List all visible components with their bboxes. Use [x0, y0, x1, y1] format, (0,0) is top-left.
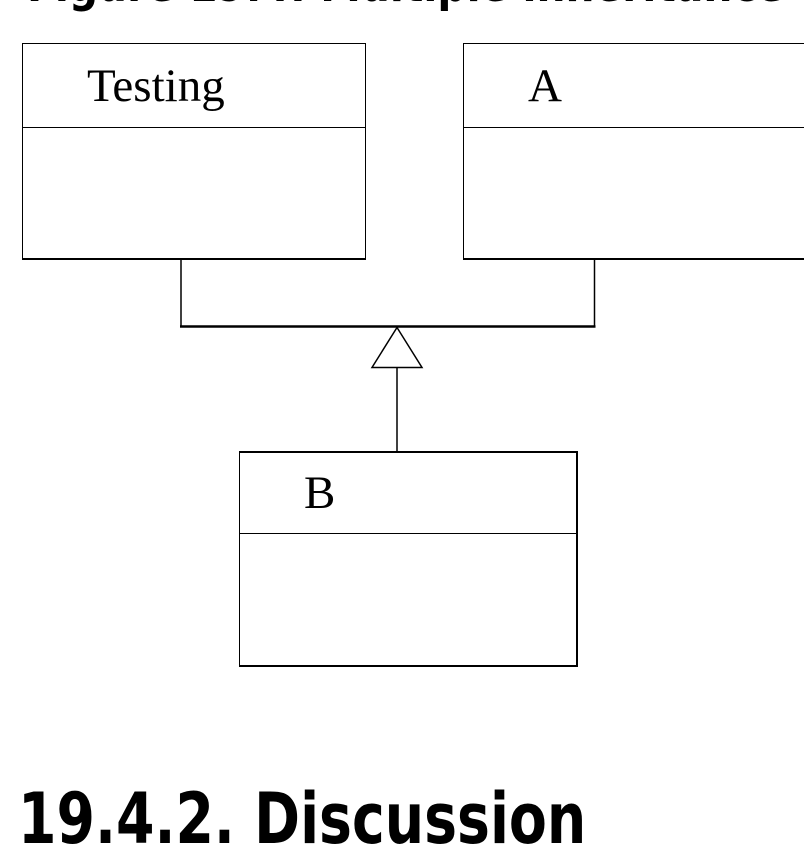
figure-caption: Figure 19.4: Multiple inheritance	[27, 0, 784, 9]
class-name-compartment: A	[464, 44, 804, 128]
class-box-testing: Testing	[22, 43, 366, 260]
class-name-compartment: B	[240, 453, 576, 534]
class-box-b: B	[239, 451, 578, 667]
class-name-label-b: B	[304, 467, 336, 519]
class-box-a: A	[463, 43, 804, 260]
generalization-triangle-arrow-icon	[370, 326, 424, 369]
class-name-label-a: A	[528, 59, 562, 112]
section-heading: 19.4.2. Discussion	[18, 778, 587, 860]
class-name-compartment: Testing	[23, 44, 365, 128]
class-name-label-testing: Testing	[87, 59, 225, 112]
